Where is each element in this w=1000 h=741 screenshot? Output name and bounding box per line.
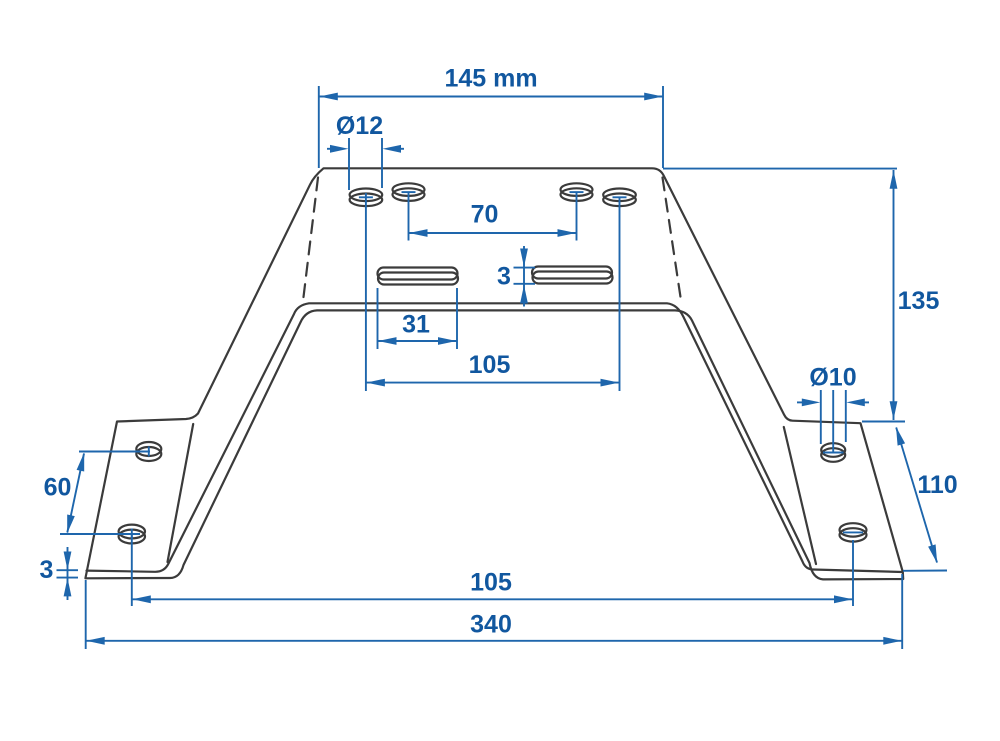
svg-text:105: 105 <box>470 569 512 597</box>
svg-text:60: 60 <box>44 474 72 502</box>
svg-text:135: 135 <box>898 287 940 315</box>
svg-text:110: 110 <box>917 471 957 499</box>
svg-text:Ø12: Ø12 <box>336 112 383 140</box>
svg-text:3: 3 <box>497 263 511 291</box>
svg-text:145 mm: 145 mm <box>444 65 537 93</box>
svg-text:340: 340 <box>470 611 512 639</box>
svg-text:31: 31 <box>402 311 430 339</box>
svg-text:3: 3 <box>40 556 54 584</box>
svg-text:105: 105 <box>469 351 511 379</box>
svg-text:Ø10: Ø10 <box>809 364 856 392</box>
svg-text:70: 70 <box>471 201 499 229</box>
